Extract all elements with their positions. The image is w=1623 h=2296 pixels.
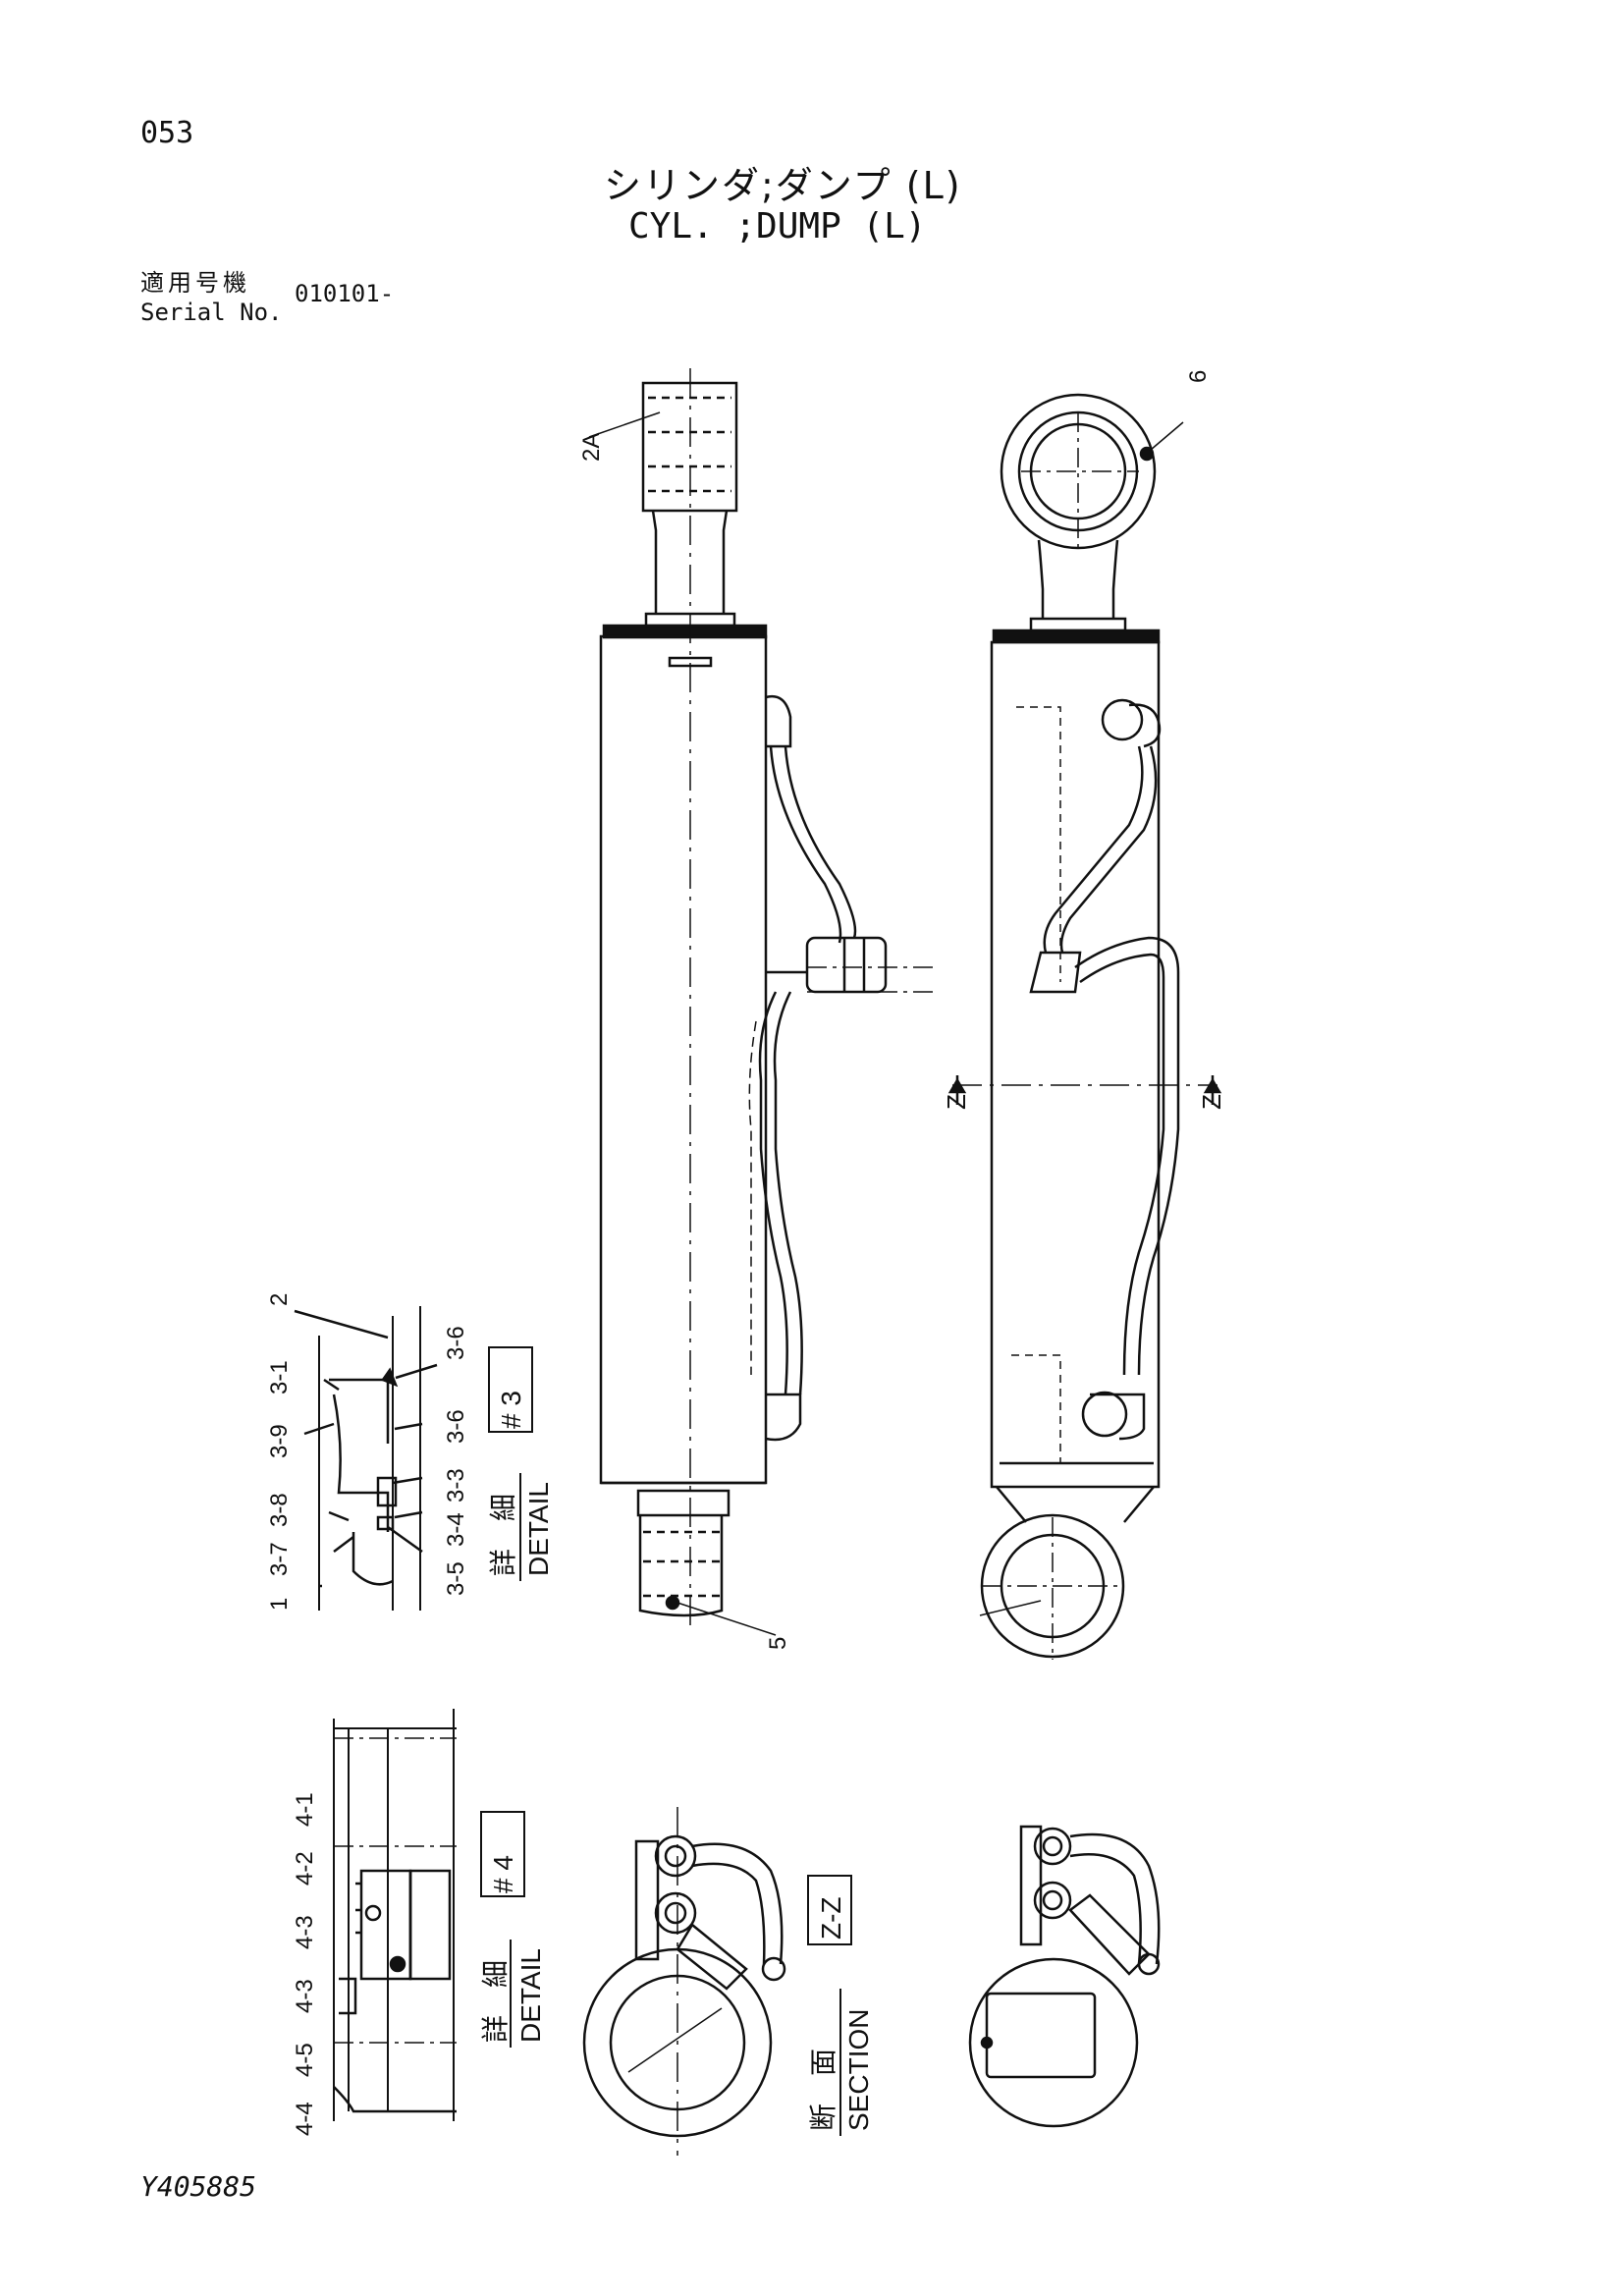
section-mark-z-left: Z [942,1094,971,1110]
label-4-3-b: 4-3 [292,1979,318,2013]
label-4-2: 4-2 [292,1851,318,1886]
label-3-1: 3-1 [266,1360,293,1394]
callout-5: 5 [765,1637,791,1650]
detail-4-number: # 4 [488,1855,518,1893]
detail-4-title-en: DETAIL [515,1948,546,2043]
detail-3-labels: 2 3-6 3-1 3-6 3-9 3-3 3-8 3-4 3-7 3-5 1 [266,1293,469,1611]
label-3-6: 3-6 [443,1409,469,1444]
pipe-fitting-side [1029,951,1082,994]
detail-3-title: # 3 詳 細 DETAIL [488,1346,554,1581]
detail-4-drawing [333,1709,457,2121]
label-3-6-top: 3-6 [443,1326,469,1360]
section-zz-title: Z-Z 断 面 SECTION [807,1875,874,2136]
label-3-4: 3-4 [443,1512,469,1547]
detail-3-title-en: DETAIL [523,1482,554,1576]
label-3-3: 3-3 [443,1468,469,1503]
cylinder-barrel [599,634,768,1485]
pipe-block-front [805,936,888,994]
detail-4-title-ja: 詳 細 [480,1960,511,2043]
drawing-number: Y405885 [140,2170,257,2203]
label-1: 1 [266,1598,293,1611]
label-3-7: 3-7 [266,1542,293,1576]
section-name: Z-Z [816,1896,846,1940]
grease-fitting-5 [665,1595,680,1611]
serial-label-english: Serial No. [140,299,283,326]
head-flange-side [992,629,1161,644]
callout-2a: 2A [578,433,605,462]
detail-3-title-ja: 詳 細 [488,1494,518,1576]
callout-6: 6 [1185,370,1212,383]
callout-labels: 2A 5 6 Z Z [578,370,1226,1650]
section-zz-right-drawing [968,1825,1161,2128]
label-3-8: 3-8 [266,1493,293,1527]
cylinder-side-view [947,393,1222,1660]
label-2: 2 [266,1293,293,1306]
label-4-4: 4-4 [292,2102,318,2136]
detail-3-drawing [294,1306,438,1611]
cylinder-front-view [599,368,933,1636]
section-mark-z-right: Z [1197,1094,1226,1110]
title-japanese: シリンダ;ダンプ (L) [604,164,962,207]
label-3-9: 3-9 [266,1424,293,1458]
title-english: CYL. ;DUMP (L) [628,206,927,246]
label-4-3-a: 4-3 [292,1915,318,1949]
serial-label-japanese: 適用号機 [140,269,250,297]
label-3-5: 3-5 [443,1561,469,1596]
cylinder-barrel-side [990,640,1161,1489]
detail-4-labels: 4-1 4-2 4-3 4-3 4-5 4-4 [292,1792,318,2136]
detail-3-number: # 3 [496,1391,526,1429]
detail-4-title: # 4 詳 細 DETAIL [480,1811,546,2048]
page-number: 053 [140,116,194,150]
label-4-5: 4-5 [292,2043,318,2077]
serial-value: 010101- [295,280,395,307]
section-zz-left-drawing [582,1807,786,2156]
section-title-en: SECTION [843,2009,874,2131]
label-4-1: 4-1 [292,1792,318,1827]
section-title-ja: 断 面 [808,2049,839,2131]
